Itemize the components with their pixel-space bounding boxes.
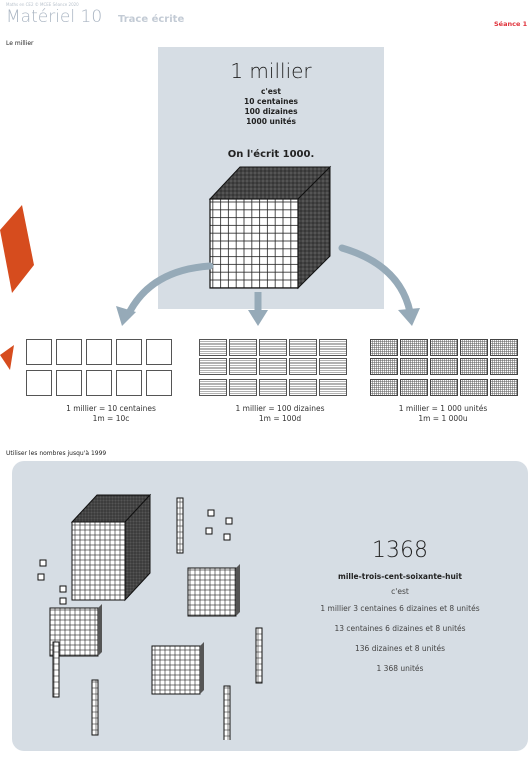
millier-line-unites: 1000 unités <box>158 117 384 127</box>
caption-centaines: 1 millier = 10 centaines 1m = 10c <box>26 404 196 424</box>
centaines-group <box>26 339 176 399</box>
caption-dizaines-line2: 1m = 100d <box>195 414 365 424</box>
base-ten-blocks-icon <box>30 490 290 740</box>
number-cest: c'est <box>300 587 500 596</box>
section-title-1999: Utiliser les nombres jusqu'à 1999 <box>6 450 106 457</box>
caption-dizaines: 1 millier = 100 dizaines 1m = 100d <box>195 404 365 424</box>
section-title-millier: Le millier <box>6 40 34 47</box>
caption-unites-line1: 1 millier = 1 000 unités <box>358 404 528 414</box>
caption-unites-line2: 1m = 1 000u <box>358 414 528 424</box>
split-arrows-icon <box>110 230 430 330</box>
millier-line-cest: c'est <box>158 87 384 97</box>
caption-centaines-line1: 1 millier = 10 centaines <box>26 404 196 414</box>
millier-big-label: 1 millier <box>158 59 384 83</box>
dizaines-group <box>199 339 349 399</box>
header-subtitle: Trace écrite <box>118 14 184 25</box>
caption-centaines-line2: 1m = 10c <box>26 414 196 424</box>
seance-label: Séance 1 <box>494 20 527 28</box>
number-value: 1368 <box>300 538 500 563</box>
millier-line-centaines: 10 centaines <box>158 97 384 107</box>
decomp-1: 1 millier 3 centaines 6 dizaines et 8 un… <box>285 604 515 613</box>
header-title: Matériel 10 <box>6 7 102 27</box>
number-name: mille-trois-cent-soixante-huit <box>300 572 500 581</box>
decomp-2: 13 centaines 6 dizaines et 8 unités <box>285 624 515 633</box>
caption-dizaines-line1: 1 millier = 100 dizaines <box>195 404 365 414</box>
unites-group <box>370 339 520 399</box>
caption-unites: 1 millier = 1 000 unités 1m = 1 000u <box>358 404 528 424</box>
millier-line-dizaines: 100 dizaines <box>158 107 384 117</box>
decomp-3: 136 dizaines et 8 unités <box>285 644 515 653</box>
millier-ecrit: On l'écrit 1000. <box>158 149 384 160</box>
decomp-4: 1 368 unités <box>285 664 515 673</box>
millier-lines: c'est 10 centaines 100 dizaines 1000 uni… <box>158 87 384 127</box>
